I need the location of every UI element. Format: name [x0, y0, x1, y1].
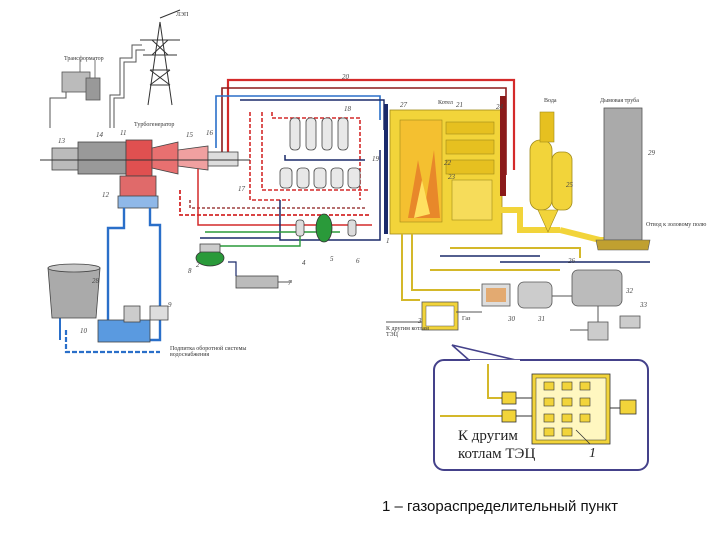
num-1: 1 [386, 237, 390, 245]
num-22: 22 [444, 159, 451, 167]
num-3: 3 [418, 317, 422, 325]
zoom-label-boilers: котлам ТЭЦ [458, 446, 536, 462]
zoom-pointer [451, 344, 521, 362]
zoom-label-number: 1 [589, 446, 596, 461]
num-21: 21 [456, 101, 463, 109]
num-5: 5 [330, 255, 334, 263]
gas-distribution-point-small [386, 301, 459, 331]
transformer [61, 60, 101, 101]
num-19: 19 [372, 155, 379, 163]
num-20: 20 [342, 73, 349, 81]
num-6: 6 [356, 257, 360, 265]
label-ash-dump: Отвод к золовому полю [646, 222, 707, 228]
boiler [384, 96, 506, 235]
label-transformer: Трансформатор [64, 56, 104, 62]
feed-pump [195, 243, 225, 267]
label-cooling-supply: Подпитка оборотной системы водоснабжения [170, 346, 247, 358]
num-2: 2 [196, 261, 200, 269]
num-29: 29 [648, 149, 655, 157]
num-27: 27 [400, 101, 407, 109]
cooling-tower [47, 263, 101, 319]
deaerator-tanks [295, 213, 357, 243]
label-to-other-boilers-small: К другим котлам ТЭЦ [386, 326, 429, 338]
turbogenerator [40, 139, 250, 177]
num-4: 4 [302, 259, 306, 267]
num-12: 12 [102, 191, 109, 199]
fuel-handling-units [456, 269, 641, 341]
num-10: 10 [80, 327, 87, 335]
num-8: 8 [188, 267, 192, 275]
power-cables [49, 44, 145, 128]
cooling-water-loop [59, 208, 162, 354]
num-25: 25 [566, 181, 573, 189]
num-26: 26 [568, 257, 575, 265]
power-line-tower [140, 9, 181, 106]
num-17: 17 [238, 185, 245, 193]
label-gas: Газ [462, 316, 471, 322]
zoom-label-to-other: К другим [458, 428, 518, 444]
num-7: 7 [288, 279, 292, 287]
num-18: 18 [344, 105, 351, 113]
navy-return-lines [440, 255, 650, 263]
red-steam-pipes [179, 78, 516, 226]
flue-gas-ducts [500, 207, 620, 243]
label-lep: ЛЭП [176, 12, 189, 18]
num-15: 15 [186, 131, 193, 139]
label-turbogenerator: Турбогенератор [134, 122, 175, 128]
chimney [595, 107, 651, 251]
gas-distribution-point-enlarged [440, 364, 637, 445]
circulating-pump [97, 305, 169, 343]
num-32: 32 [626, 287, 633, 295]
condenser [117, 175, 159, 209]
num-31: 31 [538, 315, 545, 323]
gas-supply-lines [401, 234, 581, 301]
low-pressure-heaters [279, 167, 361, 189]
slide-caption: 1 – газораспределительный пункт [382, 498, 619, 515]
num-16: 16 [206, 129, 213, 137]
ash-collector [529, 111, 573, 233]
label-boiler: Котел [438, 100, 453, 106]
num-13: 13 [58, 137, 65, 145]
num-9: 9 [168, 301, 172, 309]
feed-water-lines [200, 150, 381, 241]
num-24: 24 [496, 103, 503, 111]
label-water: Вода [544, 98, 557, 104]
num-23: 23 [448, 173, 455, 181]
makeup-water-unit [228, 261, 292, 289]
num-14: 14 [96, 131, 103, 139]
high-pressure-heaters [289, 117, 349, 151]
num-30: 30 [508, 315, 515, 323]
label-chimney: Дымовая труба [600, 98, 639, 104]
num-28: 28 [92, 277, 99, 285]
num-11: 11 [120, 129, 127, 137]
num-33: 33 [640, 301, 647, 309]
